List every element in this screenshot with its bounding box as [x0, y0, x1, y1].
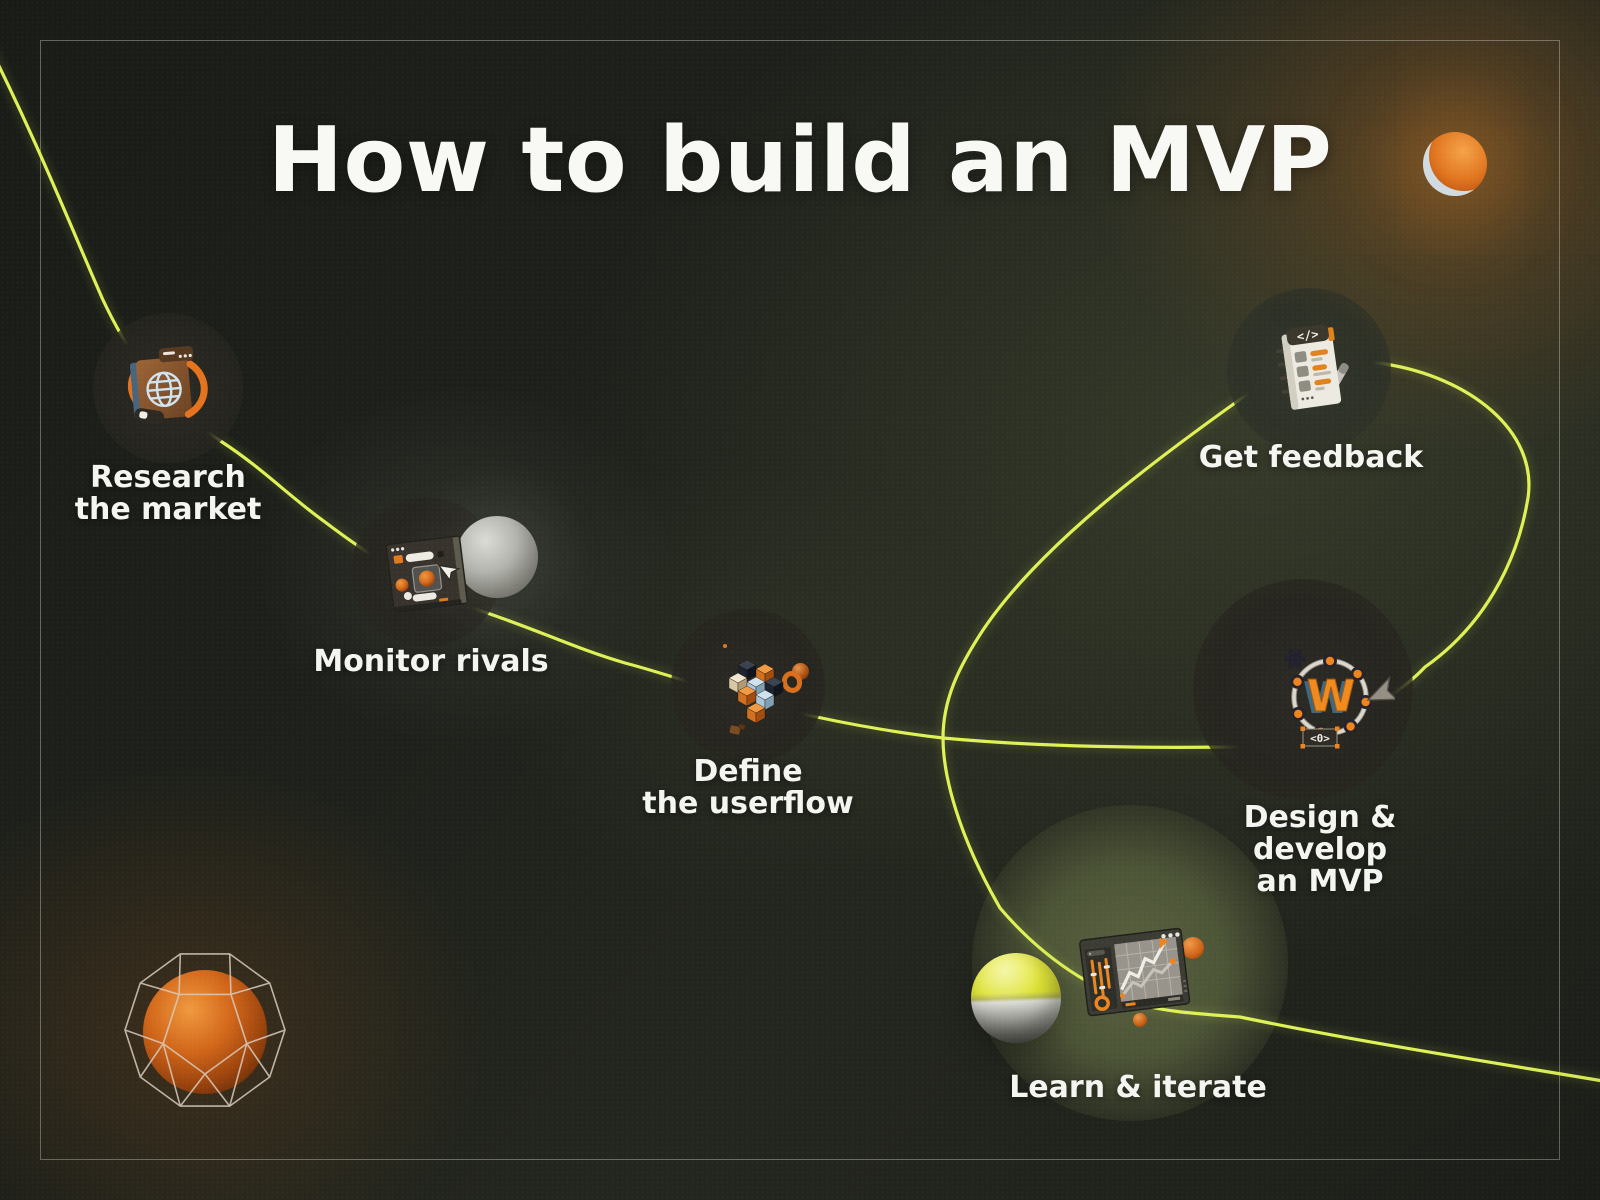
journey-path-line — [0, 64, 1600, 1083]
step-label-monitor: Monitor rivals — [313, 644, 549, 679]
step-label-feedback: Get feedback — [1198, 440, 1424, 475]
research-browser-globe-icon — [128, 346, 208, 424]
design-w-orbit-icon: W W <0> — [1284, 649, 1395, 749]
yellow-chrome-sphere — [971, 953, 1061, 1043]
step-circle-design — [1193, 579, 1413, 799]
step-label-learn: Learn & iterate — [1009, 1070, 1267, 1105]
feedback-code-checklist-icon: </> — [1276, 324, 1349, 410]
small-orange-ball — [1133, 1013, 1147, 1027]
step-label-research: Research the market — [74, 460, 262, 527]
tag-glyph: <0> — [1310, 732, 1330, 745]
code-tag: <0> — [1300, 726, 1340, 749]
rival-app-window-icon — [385, 535, 469, 613]
step-label-design: Design & develop an MVP — [1243, 800, 1397, 899]
step-label-define: Define the userflow — [642, 754, 854, 821]
w-letter-shadow: W — [1303, 673, 1352, 724]
gray-moon-sphere — [456, 516, 538, 598]
code-glyph: </> — [1296, 327, 1320, 344]
orange-sphere-decoration — [1423, 132, 1487, 196]
wireframe-orange-ball — [124, 953, 286, 1107]
analytics-dashboard-icon — [1079, 927, 1191, 1017]
userflow-voxel-cube-icon — [716, 644, 803, 735]
w-letter: W — [1307, 671, 1356, 722]
orbit-beads — [1290, 654, 1373, 739]
page-title: How to build an MVP — [267, 108, 1333, 213]
small-orange-ball — [1182, 937, 1204, 959]
